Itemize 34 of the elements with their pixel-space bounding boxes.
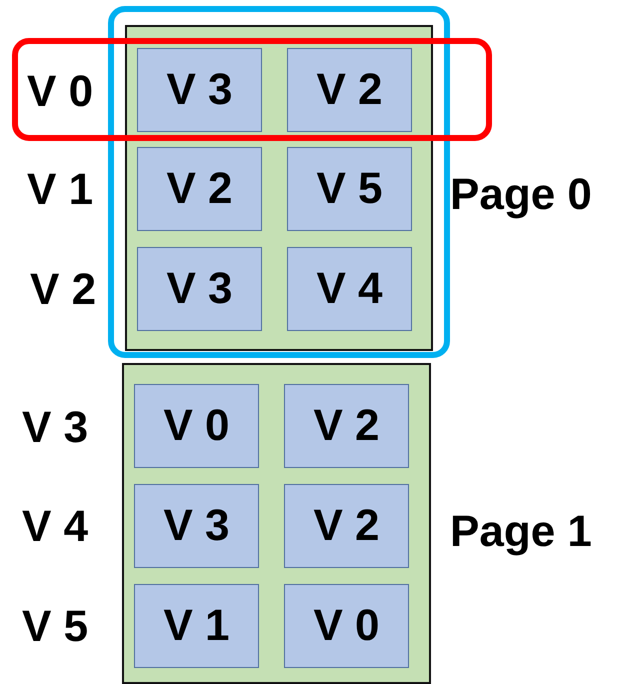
vertex-cell (284, 384, 409, 468)
vertex-id: V 3 (166, 68, 233, 112)
vertex-cell (137, 48, 262, 132)
page-label: Page 0 (450, 173, 592, 217)
vertex-id: V 2 (166, 167, 233, 211)
vertex-id: V 3 (163, 504, 230, 548)
vertex-id: V 2 (313, 404, 380, 448)
vertex-id: V 2 (313, 504, 380, 548)
vertex-id: V 0 (313, 604, 380, 648)
vertex-id: V 3 (166, 267, 233, 311)
vertex-cell (284, 484, 409, 568)
row-label: V 2 (30, 268, 96, 312)
vertex-cell (137, 147, 262, 231)
vertex-cell (134, 484, 259, 568)
vertex-cell (287, 147, 412, 231)
vertex-id: V 5 (316, 167, 383, 211)
vertex-cell (287, 48, 412, 132)
vertex-id: V 4 (316, 267, 383, 311)
vertex-cell (284, 584, 409, 668)
vertex-cell (134, 584, 259, 668)
page-block (125, 25, 433, 351)
page-block (122, 363, 431, 684)
row-label: V 4 (22, 505, 88, 549)
row-label: V 0 (27, 70, 94, 114)
vertex-id: V 0 (163, 404, 230, 448)
row-label: V 5 (22, 605, 88, 649)
vertex-cell (137, 247, 262, 331)
page-label: Page 1 (450, 510, 592, 554)
vertex-id: V 1 (163, 604, 230, 648)
vertex-cell (134, 384, 259, 468)
row-label: V 1 (27, 168, 94, 212)
row-label: V 3 (22, 406, 88, 450)
vertex-id: V 2 (316, 68, 383, 112)
vertex-cell (287, 247, 412, 331)
